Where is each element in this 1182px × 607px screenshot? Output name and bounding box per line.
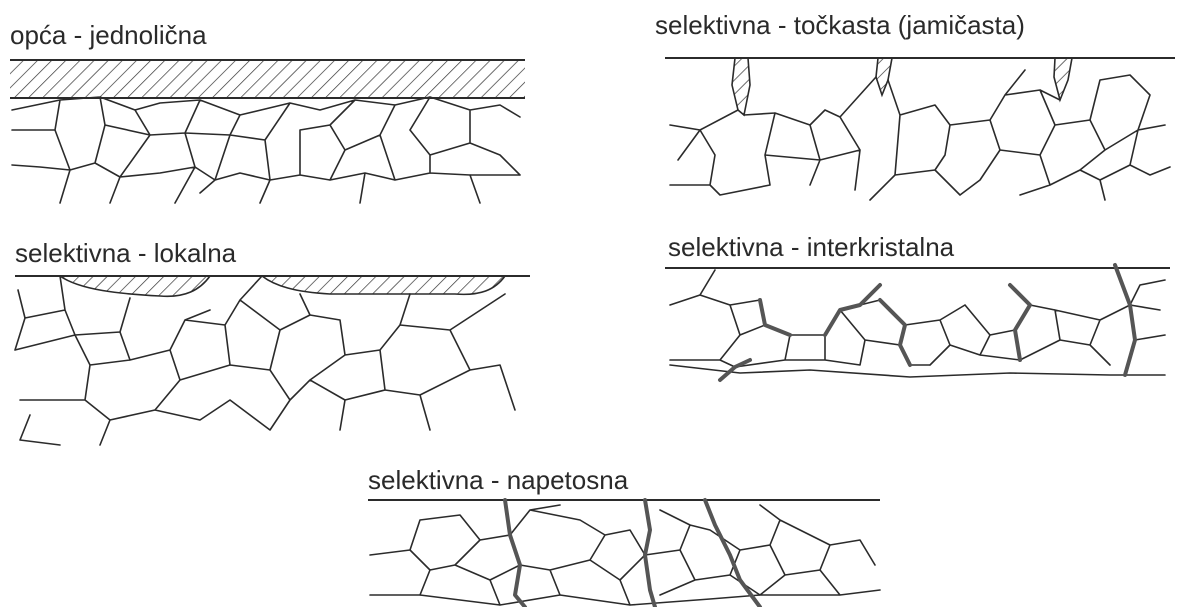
panel-title-stress: selektivna - napetosna [368,465,628,496]
pit-2 [876,58,892,95]
corroded-layer [10,60,525,98]
intergranular-corrosion-diagram [660,265,1180,385]
panel-title-intergranular: selektivna - interkristalna [668,232,954,263]
grain-network [12,97,520,203]
local-attack-2 [262,276,505,294]
stress-corrosion-diagram [360,495,890,607]
uniform-corrosion-diagram [0,55,540,205]
panel-title-pitting: selektivna - točkasta (jamičasta) [655,10,1025,41]
stress-cracks [505,500,760,607]
panel-title-local: selektivna - lokalna [15,238,236,269]
pit-3 [1054,58,1072,100]
local-corrosion-diagram [0,270,540,450]
grain-network [370,505,880,605]
pitting-corrosion-diagram [660,55,1180,205]
panel-title-uniform: opća - jednolična [10,20,207,51]
pit-1 [732,58,750,115]
local-attack-1 [60,276,210,296]
grain-network [15,276,515,445]
